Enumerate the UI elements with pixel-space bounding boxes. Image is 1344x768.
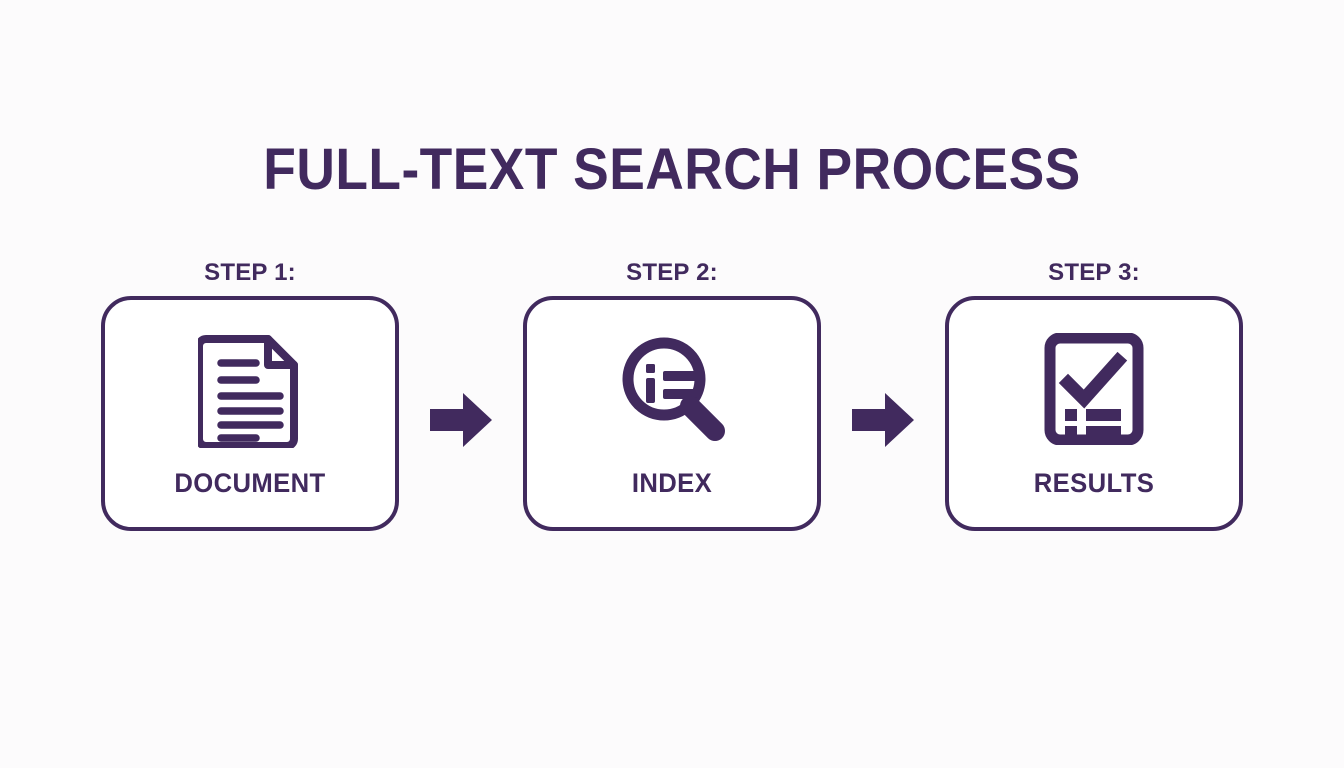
step-2-card-label: INDEX xyxy=(631,468,713,498)
step-1: STEP 1: xyxy=(100,258,400,543)
step-2-card[interactable]: INDEX xyxy=(523,296,821,531)
step-2-label: STEP 2: xyxy=(626,259,718,286)
step-1-card[interactable]: DOCUMENT xyxy=(101,296,399,531)
page-title: FULL-TEXT SEARCH PROCESS xyxy=(263,137,1081,202)
step-3-card[interactable]: RESULTS xyxy=(945,296,1243,531)
step-2: STEP 2: INDEX xyxy=(522,258,822,543)
checklist-results-icon xyxy=(1044,333,1144,445)
step-1-label: STEP 1: xyxy=(204,259,296,286)
arrow-right-icon xyxy=(430,392,492,447)
process-flow: STEP 1: xyxy=(100,258,1244,543)
document-icon xyxy=(198,334,302,448)
step-3-card-label: RESULTS xyxy=(1033,468,1155,498)
step-1-card-label: DOCUMENT xyxy=(174,468,326,498)
connector-2 xyxy=(830,258,936,543)
step-3-label: STEP 3: xyxy=(1048,259,1140,286)
magnifier-index-icon xyxy=(614,334,730,444)
arrow-right-icon xyxy=(852,392,914,447)
step-3: STEP 3: RESULTS xyxy=(944,258,1244,543)
connector-1 xyxy=(408,258,514,543)
